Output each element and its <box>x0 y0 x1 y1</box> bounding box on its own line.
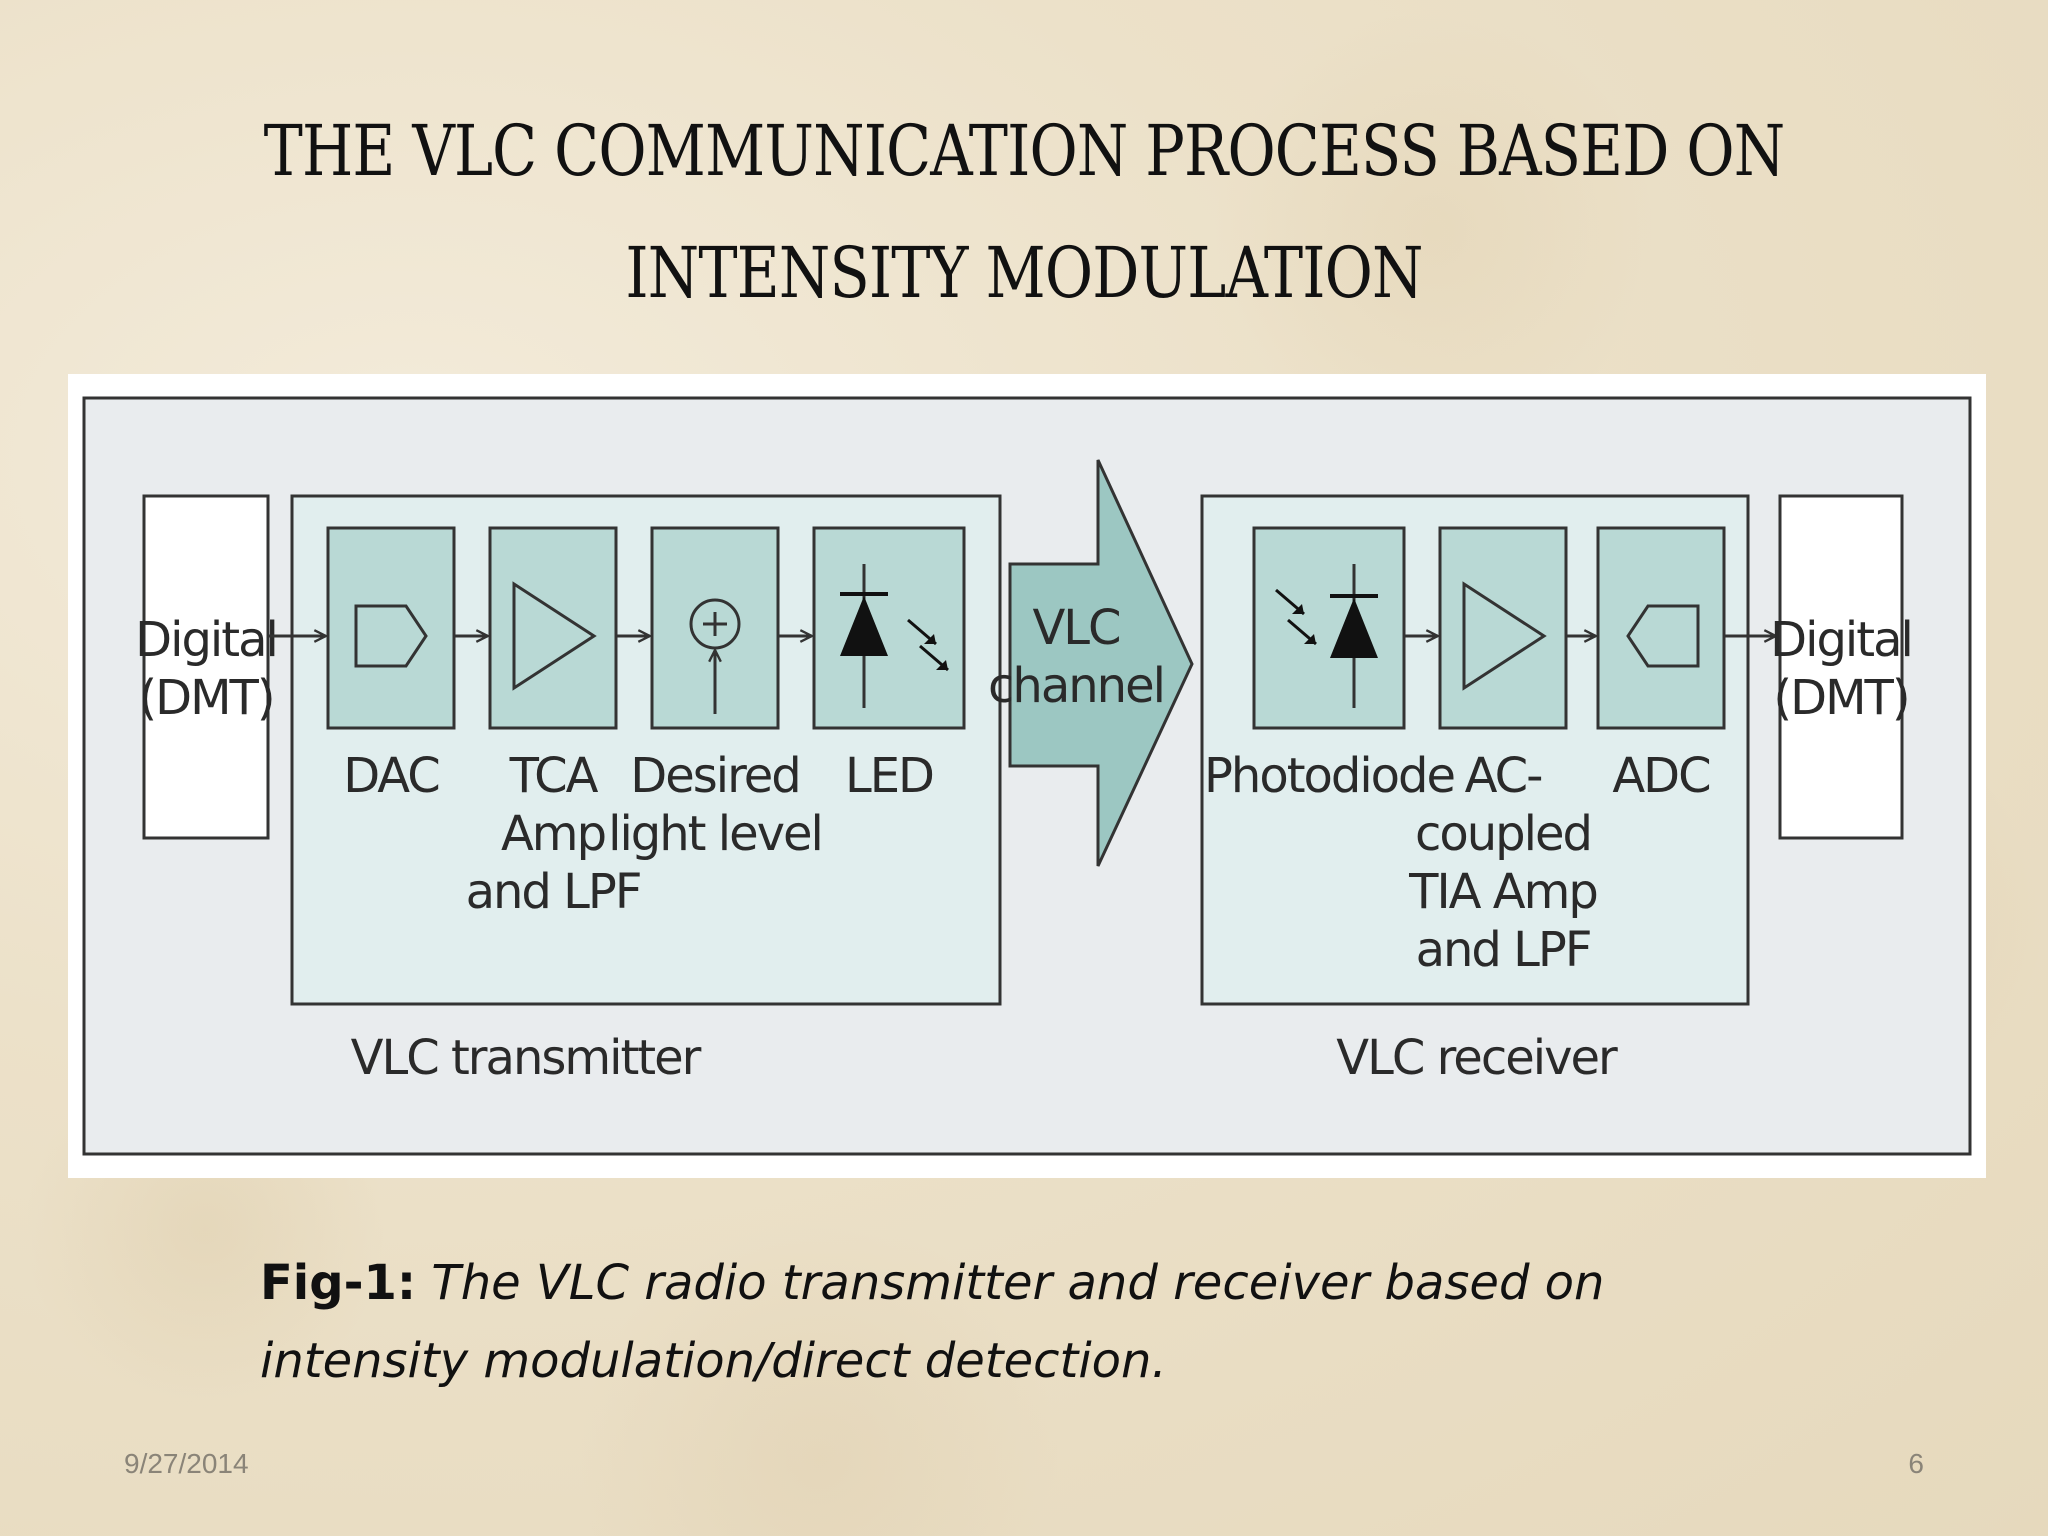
block-diagram: Digital (DMT) VLC transmitter DAC TCA Am… <box>82 396 1972 1156</box>
dac-block: DAC <box>326 526 456 804</box>
slide-title-line-1: THE VLC COMMUNICATION PROCESS BASED ON <box>263 110 1786 192</box>
photodiode-label: Photodiode <box>1204 748 1454 804</box>
figure-caption: Fig-1: The VLC radio transmitter and rec… <box>260 1244 1760 1400</box>
amplifier-icon <box>512 581 597 691</box>
tca-label-line-3: and LPF <box>466 864 641 920</box>
adc-block: ADC <box>1596 526 1726 804</box>
tia-label-line-3: TIA Amp <box>1408 864 1597 920</box>
tca-label-line-1: TCA <box>509 748 599 804</box>
output-label-line-2: (DMT) <box>1773 670 1908 726</box>
slide-title-line-2: INTENSITY MODULATION <box>625 232 1423 314</box>
transmitter-group: VLC transmitter DAC TCA Amp and LPF <box>290 494 1002 1086</box>
page-number: 6 <box>1908 1448 1924 1479</box>
input-digital-block: Digital (DMT) <box>135 494 279 840</box>
caption-label: Fig-1: <box>260 1255 417 1311</box>
caption-text: The VLC radio transmitter and receiver b… <box>260 1255 1605 1389</box>
dac-icon <box>354 604 428 668</box>
tia-label-line-1: AC- <box>1465 748 1542 804</box>
led-label: LED <box>845 748 933 804</box>
led-block: LED <box>812 526 966 804</box>
adc-label: ADC <box>1612 748 1709 804</box>
tca-amp-block: TCA Amp and LPF <box>466 526 642 920</box>
summing-junction-icon <box>689 598 741 714</box>
output-label-line-1: Digital <box>1770 612 1912 668</box>
tia-label-line-4: and LPF <box>1416 922 1591 978</box>
channel-label-line-2: channel <box>988 658 1164 714</box>
photodiode-block: Photodiode <box>1204 526 1456 804</box>
input-label-line-2: (DMT) <box>138 670 273 726</box>
slide-title: THE VLC COMMUNICATION PROCESS BASED ON I… <box>231 90 1817 334</box>
footer-date: 9/27/2014 <box>124 1448 249 1479</box>
amplifier-icon <box>1462 581 1547 691</box>
desired-light-level-block: Desired light level <box>608 526 824 862</box>
dac-label: DAC <box>343 748 439 804</box>
desired-label-line-1: Desired <box>630 748 800 804</box>
tia-amp-block: AC- coupled TIA Amp and LPF <box>1408 526 1599 978</box>
vlc-channel-arrow: VLC channel <box>988 459 1194 867</box>
transmitter-label: VLC transmitter <box>351 1030 702 1086</box>
tca-label-line-2: Amp <box>501 806 605 862</box>
tia-label-line-2: coupled <box>1415 806 1591 862</box>
desired-label-line-2: light level <box>608 806 822 862</box>
adc-icon <box>1626 604 1700 668</box>
channel-label-line-1: VLC <box>1032 600 1119 656</box>
figure-panel: Digital (DMT) VLC transmitter DAC TCA Am… <box>68 374 1986 1178</box>
photodiode-icon <box>1275 564 1378 708</box>
receiver-group: VLC receiver Photodiode A <box>1200 494 1750 1086</box>
output-digital-block: Digital (DMT) <box>1770 494 1914 840</box>
receiver-label: VLC receiver <box>1336 1030 1618 1086</box>
led-icon <box>840 564 949 708</box>
input-label-line-1: Digital <box>135 612 277 668</box>
